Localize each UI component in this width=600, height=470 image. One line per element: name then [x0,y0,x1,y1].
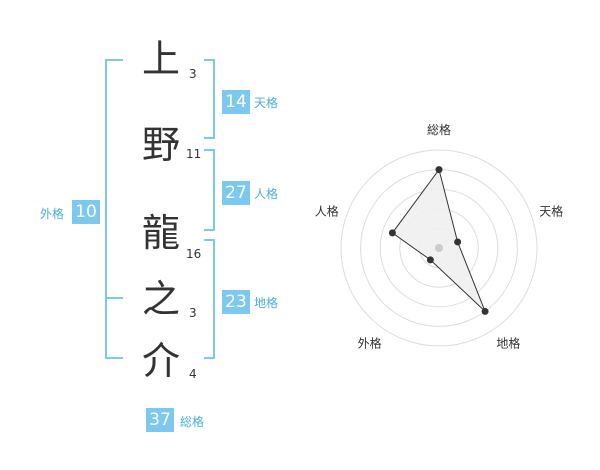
radar-axis-label-3: 地格 [496,335,520,350]
radar-axis-label-2: 天格 [539,204,563,219]
name-char-3: 龍 [142,211,181,255]
radar-axis-label-4: 外格 [358,335,382,350]
name-char-4: 之 [142,277,181,321]
soukaku-label: 総格 [180,415,205,429]
radar-point-3 [481,307,489,315]
tenkaku-label: 天格 [254,96,279,110]
name-char-1: 上 [142,37,181,81]
chikaku-value: 23 [222,290,250,314]
tenkaku-bracket [204,59,215,139]
chikaku-bracket [204,239,215,359]
name-char-2: 野 [142,123,181,167]
stroke-count-5: 4 [189,367,197,381]
radar-axis-label-1: 総格 [427,122,451,137]
jinkaku-value: 27 [222,181,250,205]
jinkaku-label: 人格 [254,187,279,201]
tenkaku-value: 14 [222,90,250,114]
jinkaku-bracket [204,149,215,231]
radar-point-4 [426,256,434,264]
radar-center-dot [435,244,443,252]
chikaku-label: 地格 [254,296,279,310]
gaikaku-label: 外格 [40,207,65,221]
radar-point-2 [454,238,462,246]
radar-point-5 [388,229,396,237]
soukaku-value: 37 [146,408,174,432]
stroke-count-4: 3 [189,306,197,320]
gaikaku-bracket [105,59,123,359]
radar-point-1 [435,166,443,174]
radar-ring [340,149,538,347]
radar-axis-label-5: 人格 [315,204,339,219]
gaikaku-value: 10 [72,200,100,224]
stroke-count-2: 11 [186,147,202,161]
name-char-5: 介 [142,339,181,383]
stroke-count-3: 16 [186,247,202,261]
stroke-count-1: 3 [189,67,197,81]
radar-area [391,168,486,312]
